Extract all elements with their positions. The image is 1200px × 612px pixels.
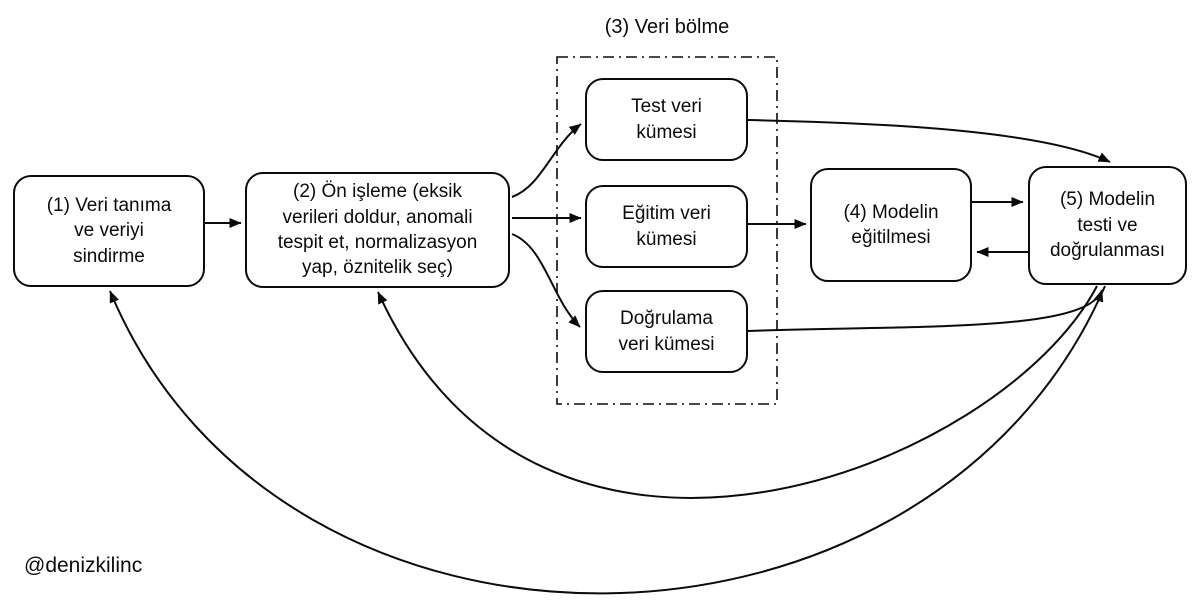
edge-step2-to-test-set <box>511 123 582 198</box>
node-step-4: (4) Modelin eğitilmesi <box>810 168 972 282</box>
edge-validation-set-to-step5 <box>747 289 1104 332</box>
node-step-5: (5) Modelin testi ve doğrulanması <box>1028 166 1187 285</box>
node-test-set: Test veri kümesi <box>585 78 748 161</box>
node-step-4-label: (4) Modelin eğitilmesi <box>843 201 939 248</box>
node-training-set-label: Eğitim veri kümesi <box>622 203 711 250</box>
node-step-5-label: (5) Modelin testi ve doğrulanması <box>1049 189 1166 262</box>
watermark-text: @denizkilinc <box>24 554 143 577</box>
node-step-2: (2) Ön işleme (eksik verileri doldur, an… <box>245 172 510 288</box>
edge-test-set-to-step5 <box>747 119 1111 163</box>
node-training-set: Eğitim veri kümesi <box>585 185 748 268</box>
node-step-2-label: (2) Ön işleme (eksik verileri doldur, an… <box>277 181 478 279</box>
node-validation-set-label: Doğrulama veri kümesi <box>618 308 715 355</box>
node-step-1: (1) Veri tanıma ve veriyi sindirme <box>13 175 205 287</box>
node-test-set-label: Test veri kümesi <box>631 96 702 143</box>
node-step-1-label: (1) Veri tanıma ve veriyi sindirme <box>46 194 172 267</box>
edge-step2-to-validation-set <box>511 233 581 328</box>
group-label-veri-bolme: (3) Veri bölme <box>604 16 730 38</box>
node-validation-set: Doğrulama veri kümesi <box>585 290 748 373</box>
